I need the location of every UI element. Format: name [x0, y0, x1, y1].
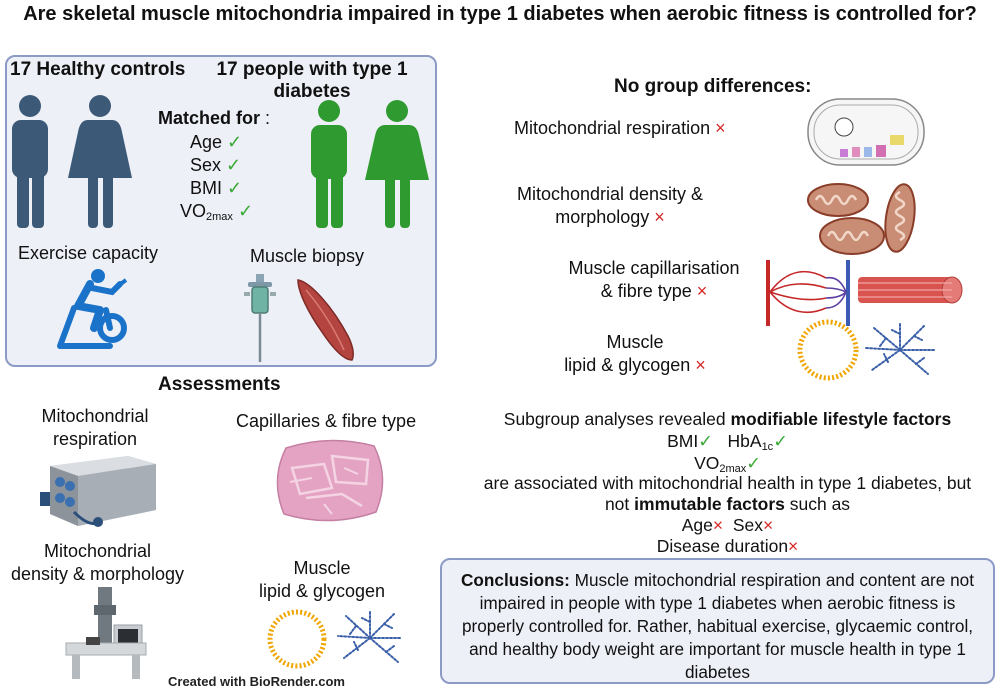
footer-credit: Created with BioRender.com — [168, 674, 345, 689]
muscle-section-icon — [276, 439, 384, 522]
matched-age: Age ✓ — [190, 132, 243, 152]
glycogen-icon — [865, 321, 935, 375]
subgroup-immutable: Age× Sex× — [681, 515, 774, 535]
electron-microscope-icon — [65, 587, 147, 679]
muscle-fibre-icon — [858, 276, 963, 304]
results-title: No group differences: — [614, 76, 812, 97]
muscle-icon — [297, 279, 354, 361]
matched-vo2max: VO2max ✓ — [180, 201, 254, 223]
healthy-controls-icon — [12, 95, 132, 228]
result-mito-respiration: Mitochondrial respiration × — [514, 118, 726, 138]
glycogen-icon — [337, 609, 403, 663]
result-mito-density: Mitochondrial density & morphology × — [516, 184, 704, 227]
matched-bmi: BMI ✓ — [190, 178, 243, 198]
page-title: Are skeletal muscle mitochondria impaire… — [23, 3, 977, 25]
assessments-title: Assessments — [158, 374, 281, 395]
biopsy-needle-icon — [244, 274, 276, 362]
t1d-people-icon — [311, 100, 429, 228]
controls-label: 17 Healthy controls — [10, 59, 186, 80]
exercise-capacity-label: Exercise capacity — [18, 243, 159, 263]
result-lipid: Muscle lipid & glycogen × — [564, 332, 706, 375]
mitochondria-icon — [807, 183, 916, 255]
result-capillarisation: Muscle capillarisation & fibre type × — [568, 258, 740, 301]
subgroup-vo2: VO2max✓ — [694, 453, 761, 475]
lipid-droplet-icon — [797, 319, 859, 381]
exercise-bike-icon — [57, 269, 128, 349]
lipid-droplet-icon — [267, 609, 327, 669]
conclusions-text: Muscle mitochondrial respiration and con… — [461, 570, 974, 682]
subgroup-line1: Subgroup analyses revealed modifiable li… — [503, 409, 952, 429]
study-panel — [5, 55, 437, 367]
subgroup-modifiable: BMI✓ HbA1c✓ — [667, 431, 788, 453]
respirometer-icon — [40, 456, 156, 527]
conclusions-box: Conclusions: Muscle mitochondrial respir… — [440, 558, 995, 684]
matched-sex: Sex ✓ — [190, 155, 242, 175]
muscle-biopsy-label: Muscle biopsy — [250, 246, 365, 266]
capillary-bed-icon — [766, 260, 850, 326]
matched-for-heading: Matched for : — [158, 108, 271, 128]
conclusions-label: Conclusions: — [461, 570, 570, 590]
assess-capillaries: Capillaries & fibre type — [236, 411, 417, 431]
t1d-label: 17 people with type 1 diabetes — [216, 59, 408, 102]
subgroup-line4: not immutable factors such as — [604, 494, 851, 514]
subgroup-duration: Disease duration× — [656, 536, 799, 556]
subgroup-line3: are associated with mitochondrial health… — [483, 473, 972, 493]
respiration-chain-icon — [807, 98, 925, 166]
